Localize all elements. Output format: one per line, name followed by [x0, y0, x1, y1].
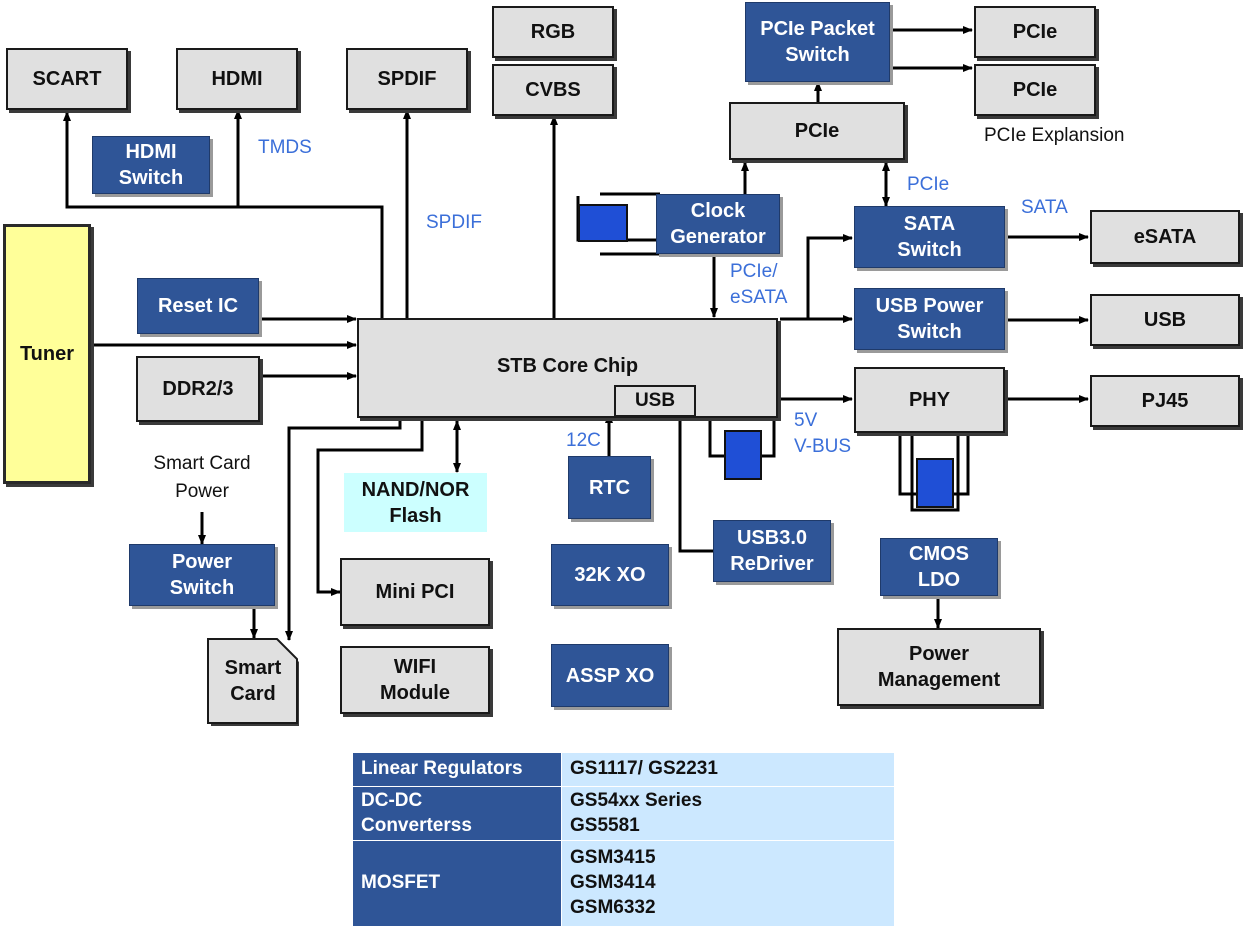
smart-card-power-label: Smart Card Power — [153, 453, 251, 502]
pcie-esata-label: PCIe/ eSATA — [730, 261, 788, 308]
pcie-output-2-block: PCIe — [974, 64, 1096, 116]
usb-port-block: USB — [1090, 294, 1240, 346]
core-usb-block: USB — [614, 385, 696, 417]
ddr-block: DDR2/3 — [136, 356, 260, 422]
vbus-filter-component — [724, 430, 762, 480]
smart-card-label: Smart Card — [224, 657, 282, 705]
hdmi-switch-block: HDMI Switch — [92, 136, 210, 194]
spdif-signal-label: SPDIF — [426, 212, 482, 233]
parts-table: Linear Regulators GS1117/ GS2231 DC-DC C… — [352, 752, 895, 927]
sata-switch-block: SATA Switch — [854, 206, 1005, 268]
category-cell: Linear Regulators — [352, 752, 562, 787]
pcie-bridge-block: PCIe — [729, 102, 905, 160]
nand-nor-flash-block: NAND/NOR Flash — [344, 473, 487, 532]
core-chip-label: STB Core Chip — [496, 355, 639, 377]
tmds-label: TMDS — [258, 137, 312, 158]
wifi-module-block: WIFI Module — [340, 646, 490, 714]
stb-core-chip-block: STB Core Chip — [357, 318, 778, 418]
smart-card-shape — [207, 638, 299, 726]
crystal-component — [578, 204, 628, 242]
parts-cell: GSM3415 GSM3414 GSM6332 — [561, 840, 895, 927]
phy-magnetics-component — [916, 458, 954, 508]
table-row: MOSFET GSM3415 GSM3414 GSM6332 — [352, 840, 895, 927]
hdmi-block: HDMI — [176, 48, 298, 110]
mini-pci-block: Mini PCI — [340, 558, 490, 626]
cmos-ldo-block: CMOS LDO — [880, 538, 998, 596]
parts-cell: GS1117/ GS2231 — [561, 752, 895, 787]
power-management-block: Power Management — [837, 628, 1041, 706]
usb-power-switch-block: USB Power Switch — [854, 288, 1005, 350]
pcie-packet-switch-block: PCIe Packet Switch — [745, 2, 890, 82]
tuner-block: Tuner — [3, 224, 91, 484]
xo-32k-block: 32K XO — [551, 544, 669, 606]
rtc-block: RTC — [568, 456, 651, 519]
cvbs-block: CVBS — [492, 64, 614, 116]
power-switch-block: Power Switch — [129, 544, 275, 606]
vbus-label: 5V V-BUS — [794, 410, 852, 457]
table-row: DC-DC Converterss GS54xx Series GS5581 — [352, 786, 895, 841]
smart-card-block: Smart Card — [207, 638, 299, 726]
pcie-output-1-block: PCIe — [974, 6, 1096, 58]
spdif-block: SPDIF — [346, 48, 468, 110]
usb3-redriver-block: USB3.0 ReDriver — [713, 520, 831, 582]
scart-block: SCART — [6, 48, 128, 110]
rgb-block: RGB — [492, 6, 614, 58]
pj45-block: PJ45 — [1090, 375, 1240, 427]
phy-block: PHY — [854, 367, 1005, 433]
clock-generator-block: Clock Generator — [656, 194, 780, 254]
reset-ic-block: Reset IC — [137, 278, 259, 334]
assp-xo-block: ASSP XO — [551, 644, 669, 707]
category-cell: DC-DC Converterss — [352, 786, 562, 841]
category-cell: MOSFET — [352, 840, 562, 927]
table-row: Linear Regulators GS1117/ GS2231 — [352, 752, 895, 787]
pcie-expansion-label: PCIe Explansion — [984, 125, 1125, 146]
i2c-label: 12C — [566, 430, 601, 451]
esata-block: eSATA — [1090, 210, 1240, 264]
parts-cell: GS54xx Series GS5581 — [561, 786, 895, 841]
sata-label: SATA — [1021, 197, 1068, 218]
pcie-link-label: PCIe — [907, 174, 950, 195]
